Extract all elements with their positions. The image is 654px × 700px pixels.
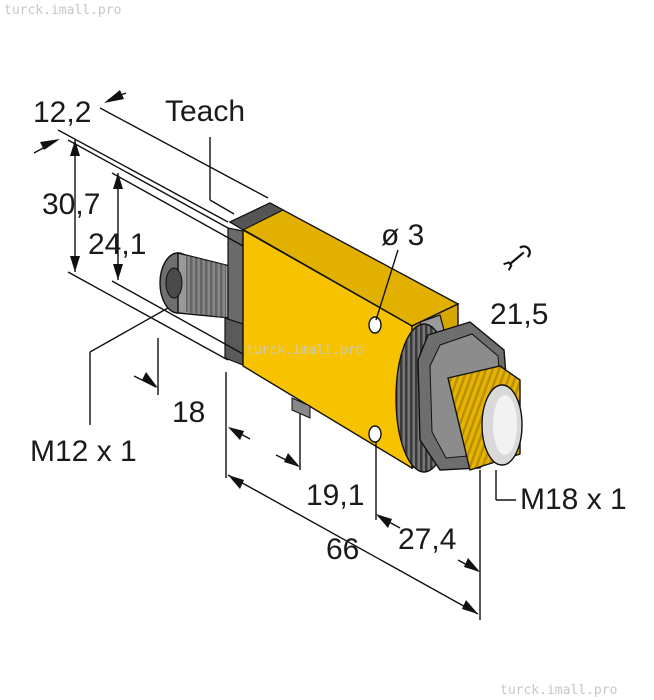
dim-width-top: 12,2 bbox=[33, 96, 91, 129]
wrench-icon bbox=[503, 245, 531, 271]
sensor-housing bbox=[224, 202, 460, 470]
dim-wrench-size: 21,5 bbox=[490, 298, 548, 331]
label-connector-thread: M12 x 1 bbox=[30, 435, 137, 468]
label-front-thread: M18 x 1 bbox=[520, 483, 627, 516]
dim-height-total: 30,7 bbox=[42, 188, 100, 221]
front-thread-assembly bbox=[395, 314, 523, 473]
watermark-center: turck.imall.pro bbox=[246, 343, 363, 358]
dim-front-length: 27,4 bbox=[398, 523, 456, 556]
watermark-bottom: turck.imall.pro bbox=[500, 683, 617, 698]
dimension-lines bbox=[33, 90, 516, 620]
label-teach: Teach bbox=[165, 95, 245, 128]
watermark-top: turck.imall.pro bbox=[4, 3, 121, 18]
m12-connector bbox=[159, 252, 231, 319]
dim-length-total: 66 bbox=[326, 533, 359, 566]
dim-hole-diameter: ø 3 bbox=[381, 219, 424, 252]
dim-connector-offset: 18 bbox=[172, 396, 205, 429]
dim-hole-spacing: 19,1 bbox=[306, 479, 364, 512]
dim-height-body: 24,1 bbox=[88, 228, 146, 261]
